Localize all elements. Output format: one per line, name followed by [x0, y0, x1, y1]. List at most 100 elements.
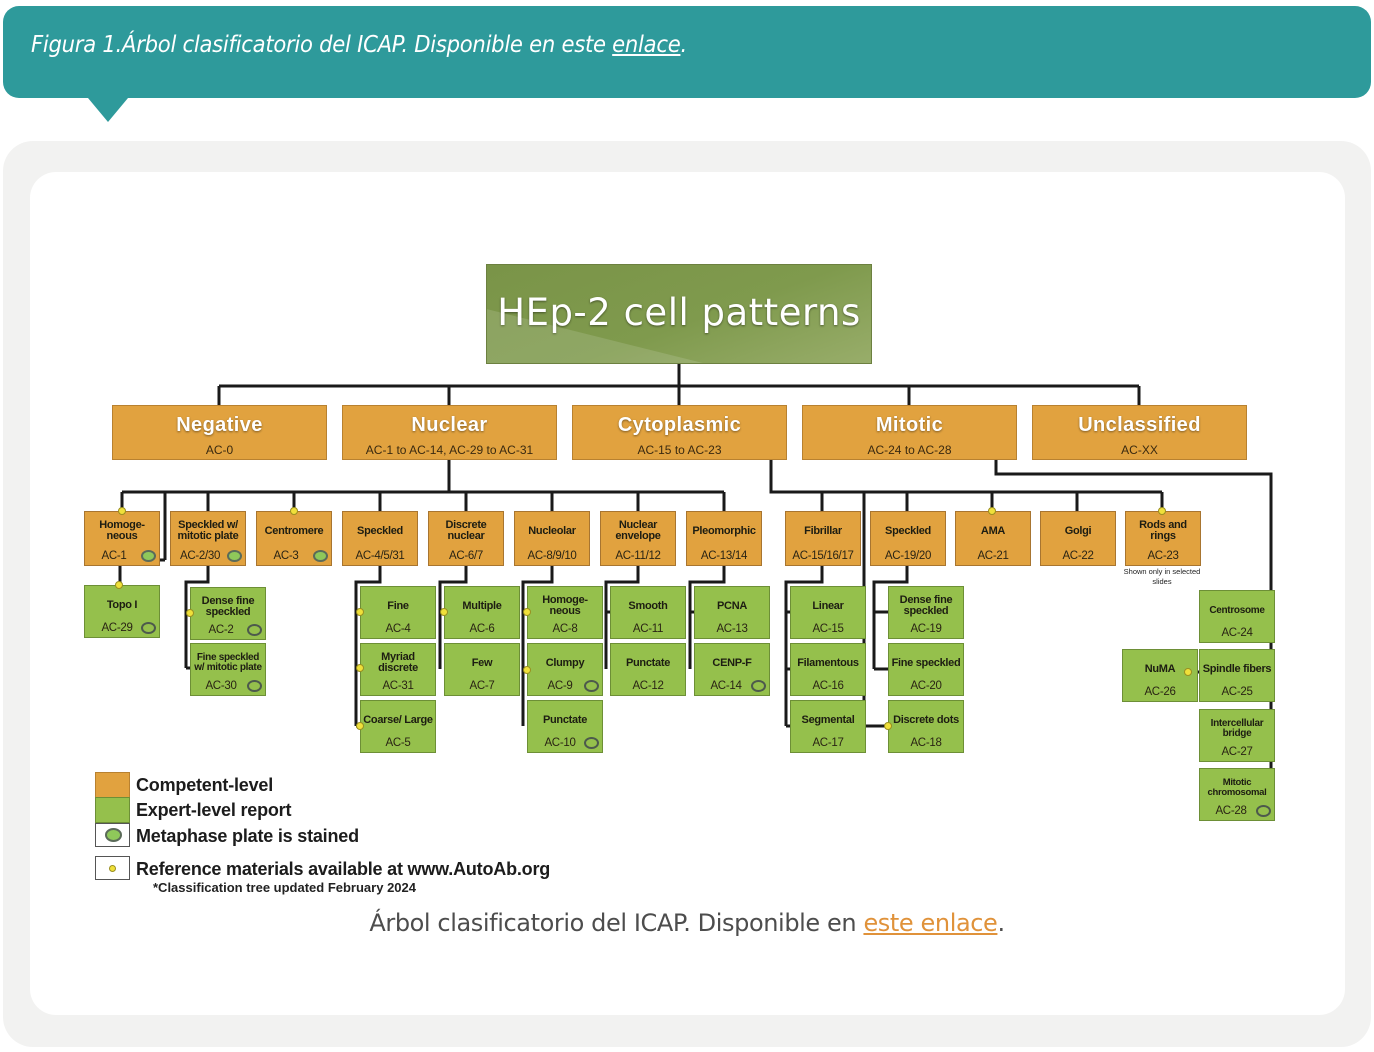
pattern-name: Fibrillar: [804, 524, 842, 537]
root-node: HEp-2 cell patterns: [486, 264, 872, 364]
caption-suffix: .: [997, 909, 1005, 937]
reference-dot-icon: [109, 865, 116, 872]
figure-title-link[interactable]: enlace: [612, 32, 681, 58]
pattern-code: AC-8: [552, 623, 578, 635]
reference-dot-icon: [290, 507, 298, 515]
pattern-code: AC-15/16/17: [792, 550, 854, 562]
pattern-name: Intercellular bridge: [1210, 718, 1264, 739]
pattern-name: Pleomorphic: [692, 524, 756, 537]
metaphase-icon: [1256, 805, 1271, 817]
rods-note: Shown only in selected slides: [1123, 567, 1201, 586]
pattern-name: Discrete dots: [893, 713, 959, 726]
pattern-ac-11: Smooth AC-11: [610, 586, 686, 639]
reference-dot-icon: [1184, 668, 1192, 676]
pattern-name: Dense fine speckled: [899, 594, 953, 617]
pattern-name: Clumpy: [545, 656, 585, 669]
pattern-ac-15: Linear AC-15: [790, 586, 866, 639]
pattern-ac-25: Spindle fibers AC-25: [1199, 649, 1275, 702]
pattern-code: AC-24: [1221, 627, 1253, 639]
category-range: AC-24 to AC-28: [867, 443, 952, 457]
pattern-code: AC-13: [716, 623, 748, 635]
pattern-name: Fine speckled w/ mitotic plate: [194, 652, 262, 673]
pattern-name: Centromere: [264, 524, 324, 537]
pattern-name: AMA: [980, 524, 1006, 537]
pattern-ac-28: Mitotic chromosomal AC-28: [1199, 768, 1275, 821]
connector-ac15: [784, 565, 824, 728]
pattern-ac-8: Homoge-neous AC-8: [527, 586, 603, 639]
pattern-ac-4: Fine AC-4: [360, 586, 436, 639]
pattern-ac-2-30: Speckled w/ mitotic plate AC-2/30: [170, 511, 246, 566]
pattern-code: AC-3: [273, 550, 299, 562]
pattern-code: AC-4: [385, 623, 411, 635]
category-title: Mitotic: [875, 414, 944, 436]
pattern-ac-30: Fine speckled w/ mitotic plate AC-30: [190, 643, 266, 696]
metaphase-icon: [247, 680, 262, 692]
pattern-ac-20: Fine speckled AC-20: [888, 643, 964, 696]
metaphase-icon: [584, 737, 599, 749]
pattern-name: Dense fine speckled: [201, 595, 255, 618]
pattern-ac-31: Myriad discrete AC-31: [360, 643, 436, 696]
pattern-ac-13: PCNA AC-13: [694, 586, 770, 639]
pattern-ac-19-20: Speckled AC-19/20: [870, 511, 946, 566]
pattern-name: Multiple: [462, 599, 502, 612]
connector-nuclear: [120, 460, 726, 560]
category-cytoplasmic: Cytoplasmic AC-15 to AC-23: [572, 405, 787, 460]
pattern-code: AC-7: [469, 680, 495, 692]
figure-title: Figura 1.Árbol clasificatorio del ICAP. …: [31, 32, 687, 58]
connector-ac11: [604, 565, 640, 669]
pattern-name: Myriad discrete: [378, 651, 418, 674]
legend-label: Reference materials available at www.Aut…: [136, 859, 551, 879]
pattern-name: Fine speckled: [891, 656, 961, 669]
reference-dot-icon: [523, 666, 531, 674]
pattern-code: AC-10: [544, 737, 576, 749]
caption-link[interactable]: este enlace: [863, 909, 998, 937]
pattern-ac-16: Filamentous AC-16: [790, 643, 866, 696]
pattern-ac-18: Discrete dots AC-18: [888, 700, 964, 753]
pattern-name: CENP-F: [712, 656, 752, 669]
pattern-code: AC-6: [469, 623, 495, 635]
metaphase-icon: [141, 550, 156, 562]
pattern-ac-22: Golgi AC-22: [1040, 511, 1116, 566]
reference-dot-icon: [1158, 507, 1166, 515]
connector-ac19: [872, 565, 909, 671]
pattern-name: Homoge-neous: [99, 519, 145, 542]
pattern-code: AC-4/5/31: [355, 550, 405, 562]
figure-caption: Árbol clasificatorio del ICAP. Disponibl…: [0, 909, 1374, 937]
pattern-ac-23: Rods and rings AC-23: [1125, 511, 1201, 566]
reference-dot-icon: [356, 722, 364, 730]
metaphase-icon: [313, 550, 328, 562]
metaphase-icon: [141, 622, 156, 634]
pattern-ac-11-12: Nuclear envelope AC-11/12: [600, 511, 676, 566]
pattern-code: AC-17: [812, 737, 844, 749]
pattern-ac-9: Clumpy AC-9: [527, 643, 603, 696]
pattern-ac-7: Few AC-7: [444, 643, 520, 696]
category-unclassified: Unclassified AC-XX: [1032, 405, 1247, 460]
pattern-code: AC-28: [1215, 805, 1247, 817]
reference-dot-icon: [523, 608, 531, 616]
pattern-code: AC-26: [1144, 686, 1176, 698]
reference-dot-icon: [356, 608, 364, 616]
pattern-ac-14: CENP-F AC-14: [694, 643, 770, 696]
pattern-ac-17: Segmental AC-17: [790, 700, 866, 753]
pattern-code: AC-8/9/10: [527, 550, 577, 562]
pattern-code: AC-21: [977, 550, 1009, 562]
category-title: Unclassified: [1078, 414, 1201, 436]
pattern-code: AC-19: [910, 623, 942, 635]
pattern-name: Homoge-neous: [542, 594, 588, 617]
reference-dot-icon: [115, 581, 123, 589]
pattern-code: AC-12: [632, 680, 664, 692]
pattern-code: AC-11/12: [615, 550, 661, 562]
competent-swatch: [95, 772, 130, 798]
pattern-ac-1: Homoge-neous AC-1: [84, 511, 160, 566]
pattern-name: Few: [471, 656, 493, 669]
pattern-name: Punctate: [625, 656, 671, 669]
caption-text: Árbol clasificatorio del ICAP. Disponibl…: [369, 909, 864, 937]
pattern-ac-15-16-17: Fibrillar AC-15/16/17: [785, 511, 861, 566]
category-range: AC-1 to AC-14, AC-29 to AC-31: [365, 443, 534, 457]
metaphase-icon: [105, 828, 122, 842]
metaphase-icon: [751, 680, 766, 692]
expert-swatch: [95, 797, 130, 823]
pattern-code: AC-23: [1147, 550, 1179, 562]
reference-dot-icon: [356, 664, 364, 672]
pattern-name: Golgi: [1064, 524, 1092, 537]
